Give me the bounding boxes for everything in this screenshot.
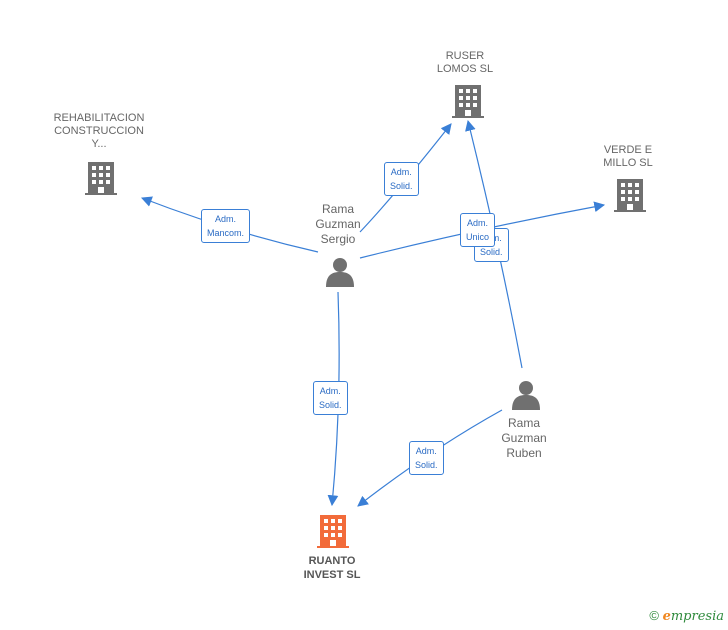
building-icon-ruser[interactable]	[452, 85, 484, 118]
copyright-symbol: ©	[649, 608, 659, 623]
brand-name: mpresia	[670, 609, 724, 624]
node-label-verde[interactable]: VERDE E MILLO SL	[603, 144, 653, 169]
edge-label-ruben-ruanto[interactable]: Adm. Solid.	[409, 441, 444, 475]
edge-label-sergio-verde[interactable]: Adm. Unico	[460, 213, 496, 247]
person-icon-ruben[interactable]	[512, 381, 540, 410]
edge-label-sergio-ruser[interactable]: Adm. Solid.	[384, 162, 419, 196]
node-label-rehab[interactable]: REHABILITACION CONSTRUCCION Y...	[53, 112, 145, 150]
brand-initial: e	[662, 609, 671, 624]
node-label-sergio[interactable]: Rama Guzman Sergio	[315, 202, 361, 246]
node-label-ruanto[interactable]: RUANTO INVEST SL	[303, 555, 361, 581]
building-icon-verde[interactable]	[614, 179, 646, 212]
building-icon-ruanto[interactable]	[317, 515, 349, 548]
person-icon-sergio[interactable]	[326, 258, 354, 287]
edge-label-sergio-ruanto[interactable]: Adm. Solid.	[313, 381, 348, 415]
edge-label-sergio-rehab[interactable]: Adm. Mancom.	[201, 209, 251, 243]
node-label-ruser[interactable]: RUSER LOMOS SL	[436, 50, 494, 75]
building-icon-rehab[interactable]	[85, 162, 117, 195]
node-label-ruben[interactable]: Rama Guzman Ruben	[501, 416, 547, 460]
footer-brand: © empresia	[649, 608, 724, 624]
